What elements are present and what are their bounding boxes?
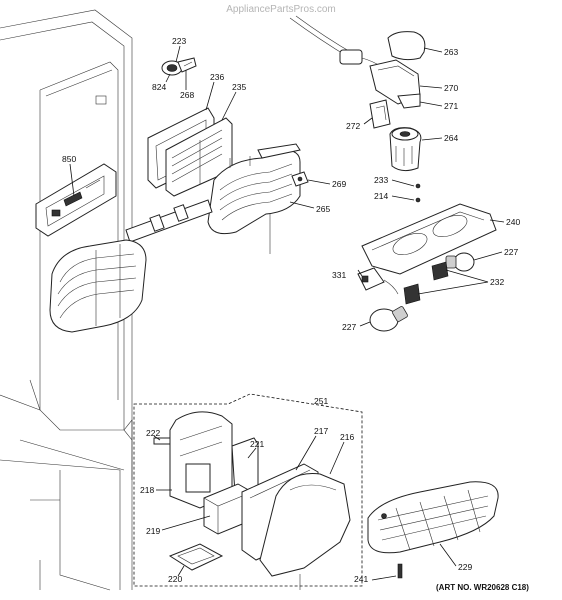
label-331: 331	[332, 270, 346, 280]
label-221: 221	[250, 439, 264, 449]
label-229: 229	[458, 562, 472, 572]
part-235-damper-door	[165, 117, 233, 197]
part-264-motor	[389, 127, 422, 172]
part-220-filter-pad	[168, 543, 224, 571]
wire-harness-top	[289, 15, 387, 71]
label-227-upper: 227	[504, 247, 518, 257]
label-236: 236	[210, 72, 224, 82]
part-232-socket-lower	[403, 283, 421, 305]
part-850-control-housing	[35, 163, 117, 237]
part-227-bulb-upper	[445, 252, 475, 272]
part-229-tray	[367, 481, 499, 554]
group-251-dashed-box	[133, 393, 363, 587]
part-227-bulb-lower	[369, 306, 408, 332]
part-240-light-cover	[361, 203, 497, 275]
label-268: 268	[180, 90, 194, 100]
label-220: 220	[168, 574, 182, 584]
label-850: 850	[62, 154, 76, 164]
part-263-cap	[387, 31, 426, 61]
label-235: 235	[232, 82, 246, 92]
label-269: 269	[332, 179, 346, 189]
art-number: (ART NO. WR20628 C18)	[436, 583, 529, 592]
part-labels: 223 824 268 236 235 850 263 270 271 272 …	[62, 36, 529, 592]
part-218-frame	[169, 411, 233, 509]
part-214-screw	[415, 197, 421, 203]
watermark-text: AppliancePartsPros.com	[226, 4, 336, 15]
left-coil-assembly	[49, 239, 147, 333]
part-232-socket-upper	[431, 261, 449, 281]
part-269-connector	[291, 171, 309, 187]
part-216-fan-shroud	[259, 472, 351, 590]
label-222: 222	[146, 428, 160, 438]
label-214: 214	[374, 191, 388, 201]
label-265: 265	[316, 204, 330, 214]
leader-lines	[69, 45, 505, 581]
label-240: 240	[506, 217, 520, 227]
label-824: 824	[152, 82, 166, 92]
part-219-filter-block	[203, 483, 253, 535]
part-272-socket	[369, 99, 391, 129]
label-263: 263	[444, 47, 458, 57]
label-218: 218	[140, 485, 154, 495]
part-241-screw	[397, 563, 403, 579]
part-265-coil-assembly	[207, 143, 301, 254]
label-241: 241	[354, 574, 368, 584]
label-232: 232	[490, 277, 504, 287]
part-271-bracket	[397, 93, 421, 109]
label-264: 264	[444, 133, 458, 143]
label-272: 272	[346, 121, 360, 131]
label-251: 251	[314, 396, 328, 406]
part-268-clip	[177, 57, 197, 73]
label-271: 271	[444, 101, 458, 111]
part-331-wire-harness	[357, 267, 399, 295]
part-233-screw	[415, 183, 421, 189]
label-217: 217	[314, 426, 328, 436]
label-219: 219	[146, 526, 160, 536]
tube-connector	[125, 199, 213, 243]
label-223: 223	[172, 36, 186, 46]
label-270: 270	[444, 83, 458, 93]
label-227-lower: 227	[342, 322, 356, 332]
label-216: 216	[340, 432, 354, 442]
label-233: 233	[374, 175, 388, 185]
